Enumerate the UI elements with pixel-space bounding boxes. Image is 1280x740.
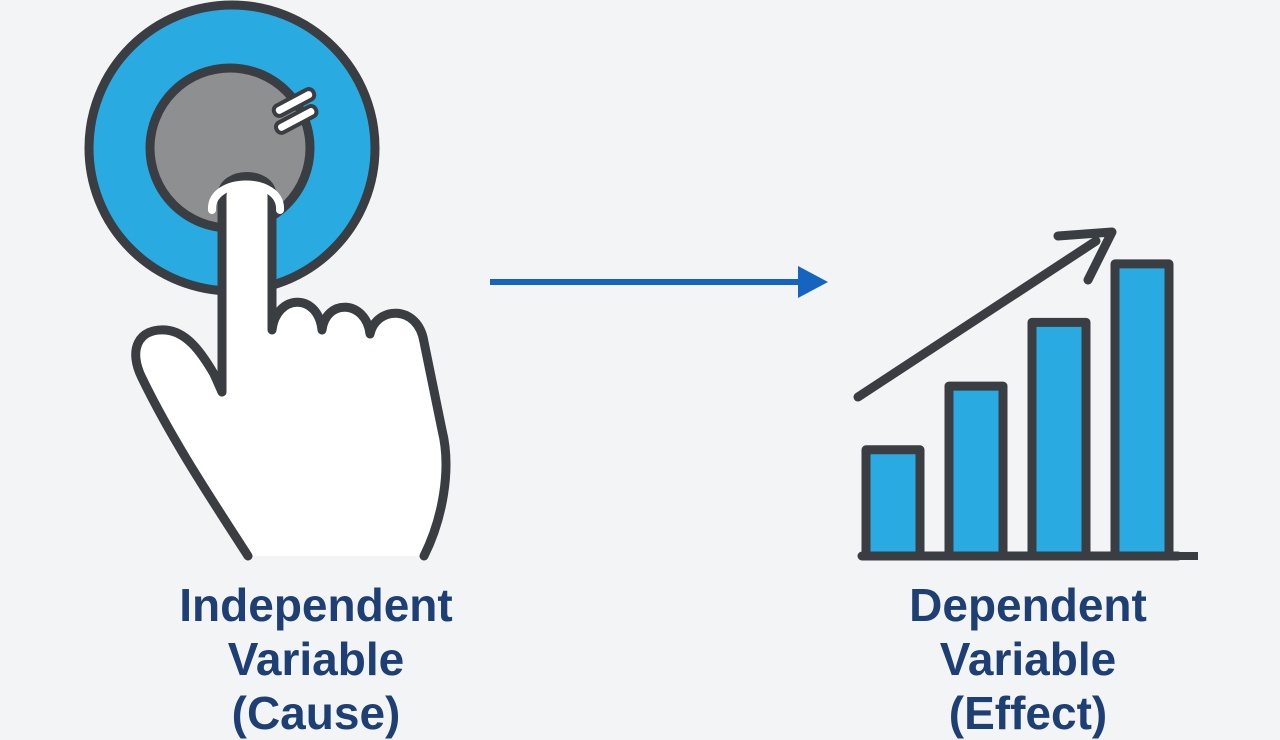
dial-indicator-icon	[271, 87, 319, 135]
independent-variable-caption: Independent Variable (Cause)	[116, 578, 516, 740]
trend-arrow-icon	[853, 227, 1117, 402]
cause-caption-line2: Variable	[227, 633, 405, 685]
finger-highlight	[208, 180, 284, 214]
bar-chart-icon	[853, 227, 1198, 561]
effect-caption-line2: Variable	[939, 633, 1117, 685]
cause-effect-diagram	[84, 0, 1198, 561]
chart-bar-1	[861, 445, 925, 561]
pointing-hand-icon	[131, 172, 451, 561]
effect-caption-line1: Dependent	[909, 579, 1147, 631]
cause-caption-line3: (Cause)	[231, 687, 401, 739]
chart-bar-3	[1027, 317, 1091, 561]
chart-bar-4	[1110, 259, 1174, 561]
chart-baseline-tip	[1178, 552, 1198, 560]
chart-bar-2	[944, 381, 1008, 561]
dependent-variable-caption: Dependent Variable (Effect)	[828, 578, 1228, 740]
effect-caption-line3: (Effect)	[948, 687, 1108, 739]
right-arrow-icon	[490, 266, 828, 298]
cause-caption-line1: Independent	[179, 579, 453, 631]
